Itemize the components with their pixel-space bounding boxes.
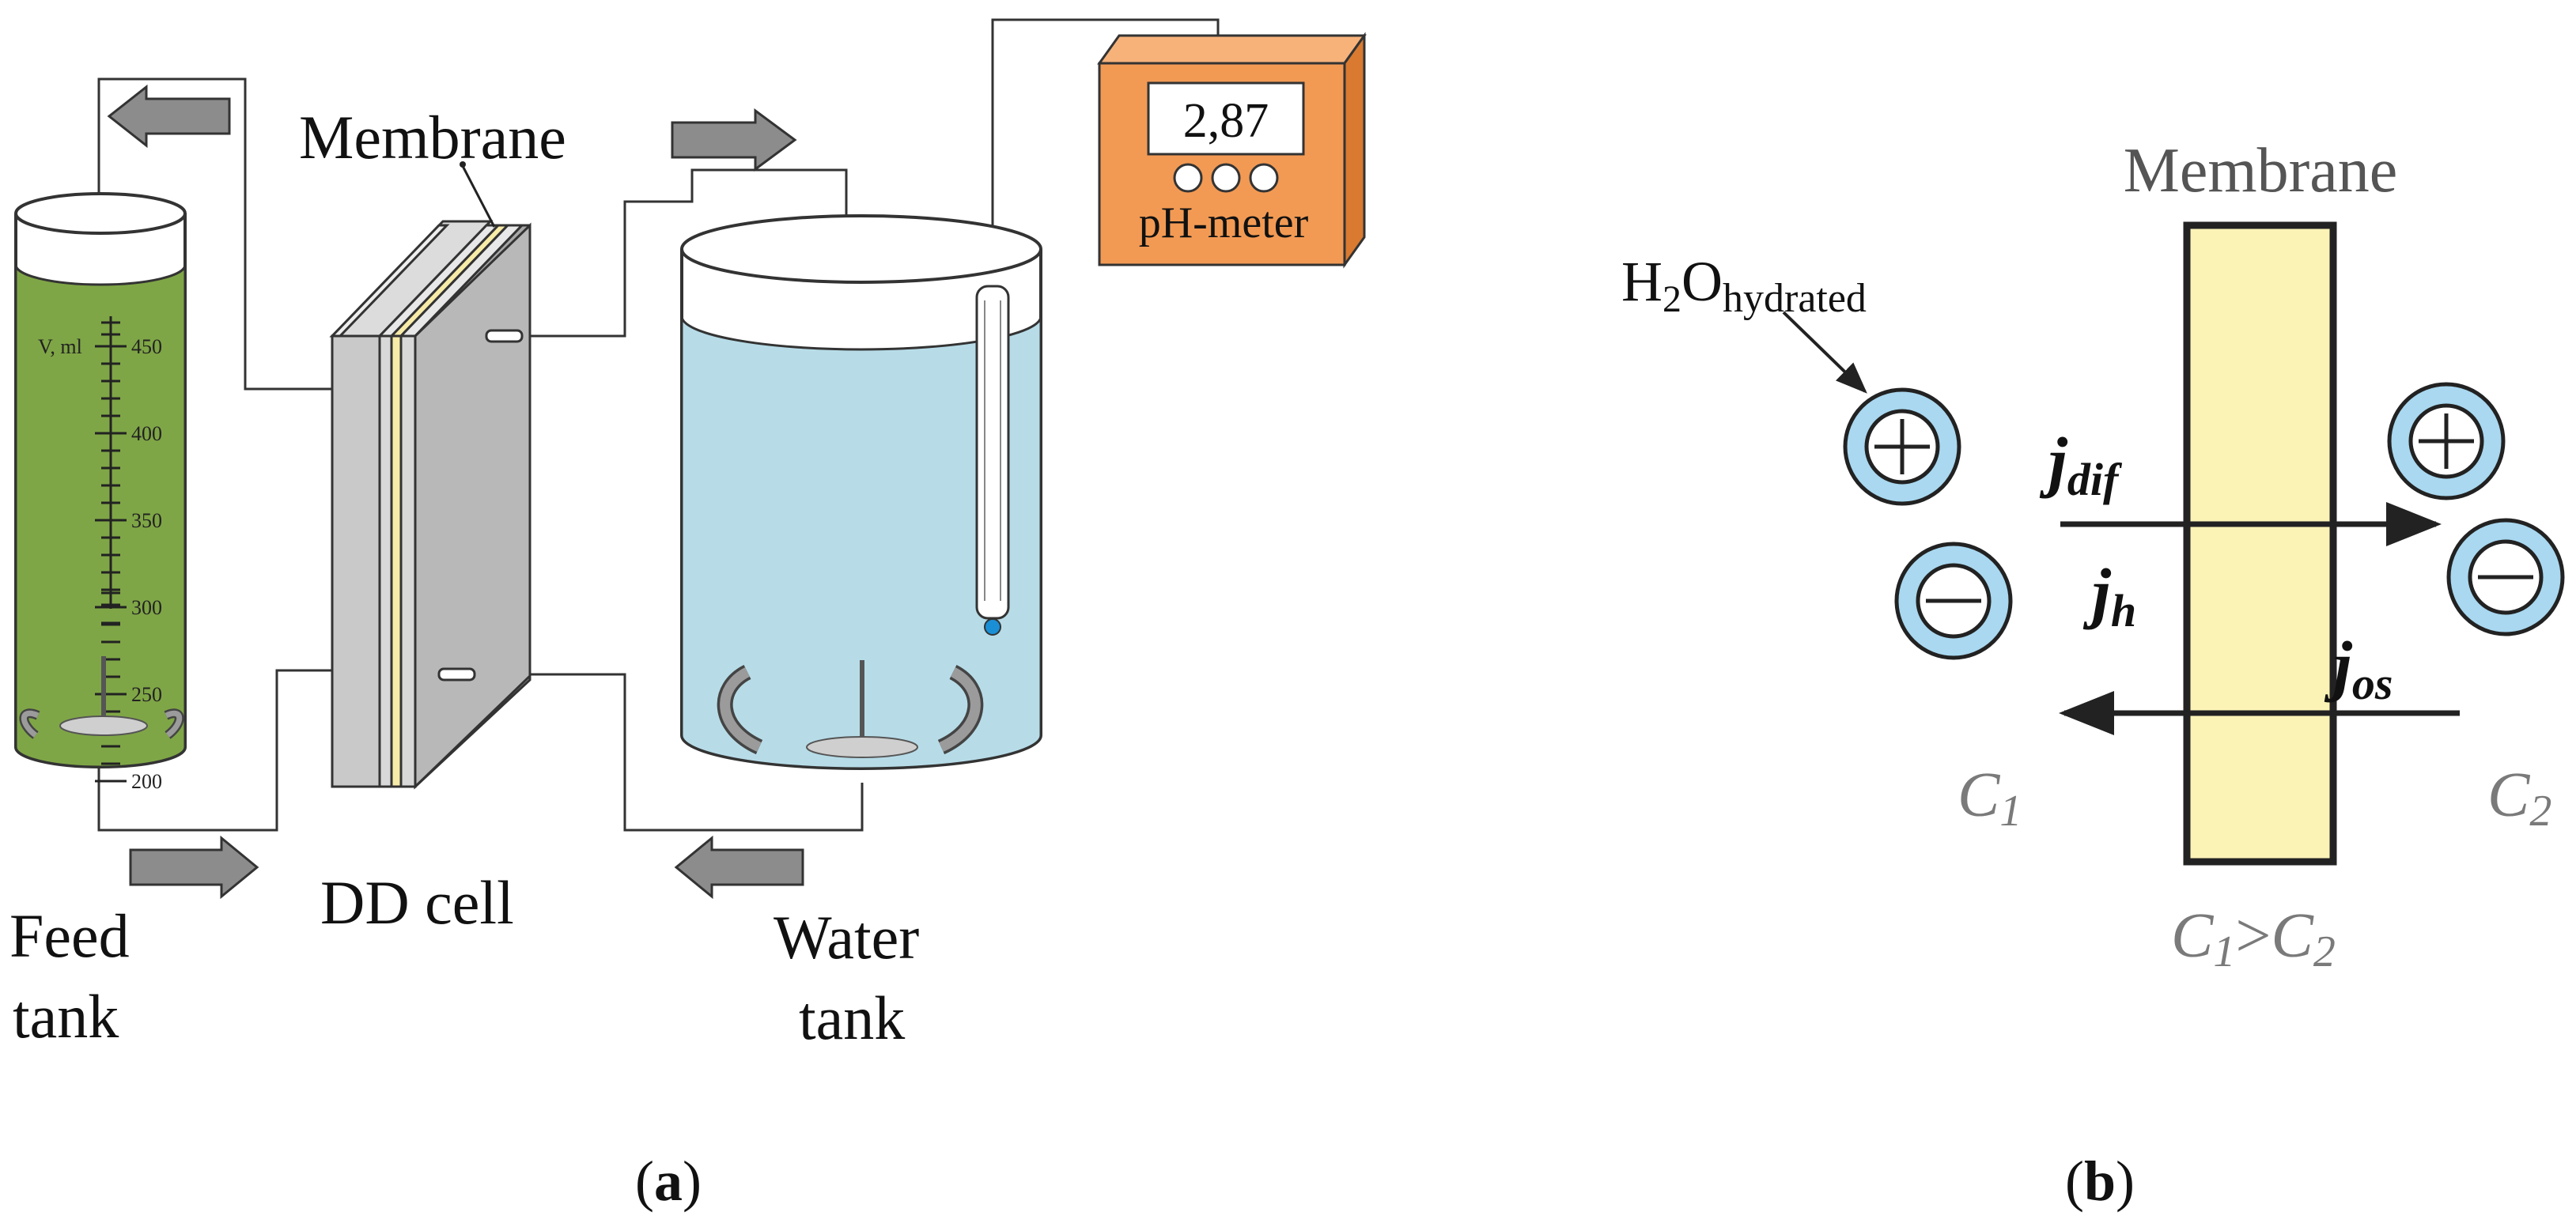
- label-j-os: jos: [2324, 627, 2393, 709]
- panel-a: V, ml 450 400 350 300 250 200: [9, 18, 1367, 1213]
- ph-button-3: [1249, 163, 1279, 193]
- scale-label: 250: [131, 683, 162, 706]
- water-tank: [680, 214, 1042, 770]
- c2-sub: 2: [2529, 787, 2551, 836]
- ph-meter: 2,87 pH-meter: [1097, 32, 1367, 269]
- caption-a-close: ): [683, 1150, 702, 1213]
- label-dd-cell: DD cell: [320, 868, 514, 937]
- rel-c1-main: C: [2171, 901, 2215, 971]
- cation-left: [1843, 387, 1961, 506]
- caption-a: (a): [635, 1150, 702, 1213]
- label-water-tank: tank: [799, 983, 905, 1052]
- scale-ticks: [95, 321, 127, 783]
- scale-label: 450: [131, 335, 162, 358]
- tubing: [97, 18, 1220, 832]
- anion-left: [1894, 542, 2013, 660]
- rel-c2-main: C: [2271, 901, 2314, 971]
- arrow-bottom-left: [129, 835, 259, 900]
- h2o-sub2: 2: [1662, 278, 1681, 320]
- label-c-relation: C1>C2: [2171, 901, 2336, 976]
- arrow-bottom-right: [674, 835, 804, 900]
- membrane-b: [2183, 221, 2337, 866]
- label-j-dif: jdif: [2039, 423, 2123, 505]
- water-stirrer: [717, 660, 984, 758]
- ph-button-1: [1173, 163, 1203, 193]
- c1-sub: 1: [1999, 787, 2022, 836]
- arrow-top-right: [671, 108, 797, 172]
- ph-reading: 2,87: [1183, 94, 1269, 148]
- label-feed-tank: tank: [13, 982, 119, 1051]
- caption-b: (b): [2065, 1150, 2135, 1213]
- scale-label: 200: [131, 770, 162, 793]
- h2o-sub: hydrated: [1723, 276, 1867, 321]
- label-water: Water: [774, 903, 919, 972]
- ph-meter-label: pH-meter: [1139, 198, 1309, 247]
- c2-main: C: [2487, 761, 2531, 830]
- ph-button-2: [1211, 163, 1241, 193]
- caption-b-open: (: [2065, 1150, 2084, 1213]
- scale-label: 300: [131, 596, 162, 619]
- membrane-pointer: [461, 165, 496, 228]
- j-os-sub: os: [2352, 658, 2393, 709]
- rel-c1-sub: 1: [2213, 927, 2235, 976]
- ph-display: [1147, 81, 1305, 156]
- label-c2: C2: [2487, 761, 2551, 836]
- label-j-h: jh: [2082, 554, 2136, 636]
- j-h-sub: h: [2111, 585, 2136, 636]
- feed-liquid: [14, 264, 187, 768]
- scale-label: 350: [131, 509, 162, 532]
- label-membrane-a: Membrane: [299, 103, 566, 172]
- feed-tank: V, ml 450 400 350 300 250 200: [14, 192, 187, 793]
- arrow-top-left: [107, 84, 231, 149]
- label-feed: Feed: [9, 901, 130, 970]
- h2o-o: O: [1681, 250, 1723, 313]
- scale-labels: 450 400 350 300 250 200: [131, 335, 162, 793]
- rel-c2-sub: 2: [2313, 927, 2336, 976]
- j-dif-sub: dif: [2067, 454, 2123, 505]
- label-c1: C1: [1958, 761, 2022, 836]
- j-dif-main: j: [2039, 423, 2068, 499]
- membrane-strip: [390, 334, 403, 788]
- water-liquid: [680, 315, 1042, 770]
- caption-b-letter: b: [2084, 1150, 2116, 1213]
- j-h-main: j: [2082, 554, 2112, 630]
- anion-right: [2446, 518, 2565, 636]
- caption-a-open: (: [635, 1150, 654, 1213]
- cation-right: [2387, 382, 2506, 500]
- c1-main: C: [1958, 761, 2001, 830]
- rel-op: >: [2235, 901, 2271, 971]
- caption-a-letter: a: [654, 1150, 683, 1213]
- label-membrane-b: Membrane: [2124, 136, 2398, 206]
- caption-b-close: ): [2116, 1150, 2135, 1213]
- flow-arrows: [107, 84, 804, 900]
- h2o-h: H: [1621, 250, 1662, 313]
- dd-cell: [329, 220, 531, 790]
- panel-b: Membrane H2Ohydrated: [1621, 136, 2565, 1213]
- ph-probe: [975, 285, 1010, 636]
- scale-unit-label: V, ml: [38, 335, 82, 358]
- label-h2o-hydrated: H2Ohydrated: [1621, 250, 1867, 321]
- scale-label: 400: [131, 422, 162, 445]
- feed-stirrer: [19, 656, 184, 739]
- h2o-pointer: [1782, 311, 1867, 394]
